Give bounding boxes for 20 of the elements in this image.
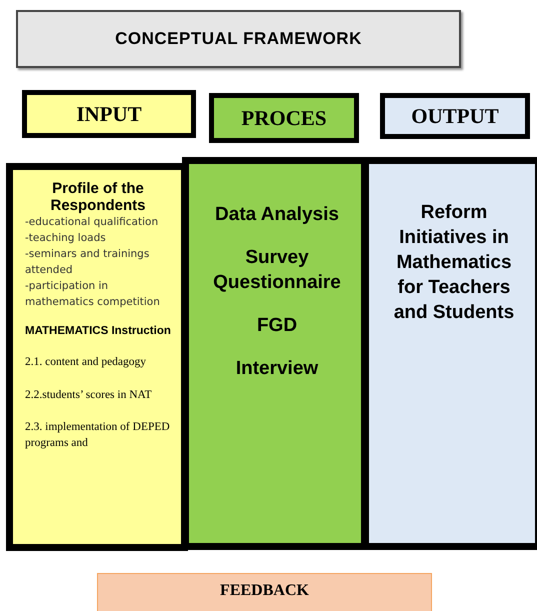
column-header: PROCES — [209, 93, 359, 143]
panel-text: Data Analysis — [214, 203, 340, 227]
panel-text: FGD — [256, 314, 298, 338]
column-header: OUTPUT — [380, 93, 530, 139]
list-item: 2.1. content and pedagogy — [25, 355, 148, 370]
title-banner: CONCEPTUAL FRAMEWORK — [16, 10, 461, 68]
feedback-box: FEEDBACK — [97, 573, 432, 611]
column-header: INPUT — [22, 90, 196, 138]
list-item: -participation in mathematics competition — [25, 279, 161, 310]
section-heading: Profile of the Respondents — [49, 180, 146, 214]
panel-text: Reform Initiatives in Mathematics for Teachers and Students — [392, 201, 516, 325]
list-item: -teaching loads — [25, 231, 107, 246]
panel-text: Survey Questionnaire — [212, 246, 342, 295]
input-panel — [6, 163, 188, 551]
list-item: -educational qualification — [25, 215, 160, 230]
list-item: 2.2.students’ scores in NAT — [25, 388, 153, 403]
section-heading: MATHEMATICS Instruction — [25, 324, 171, 339]
list-item: -seminars and trainings attended — [25, 247, 150, 278]
panel-text: Interview — [234, 357, 320, 381]
list-item: 2.3. implementation of DEPED programs and — [25, 420, 171, 451]
